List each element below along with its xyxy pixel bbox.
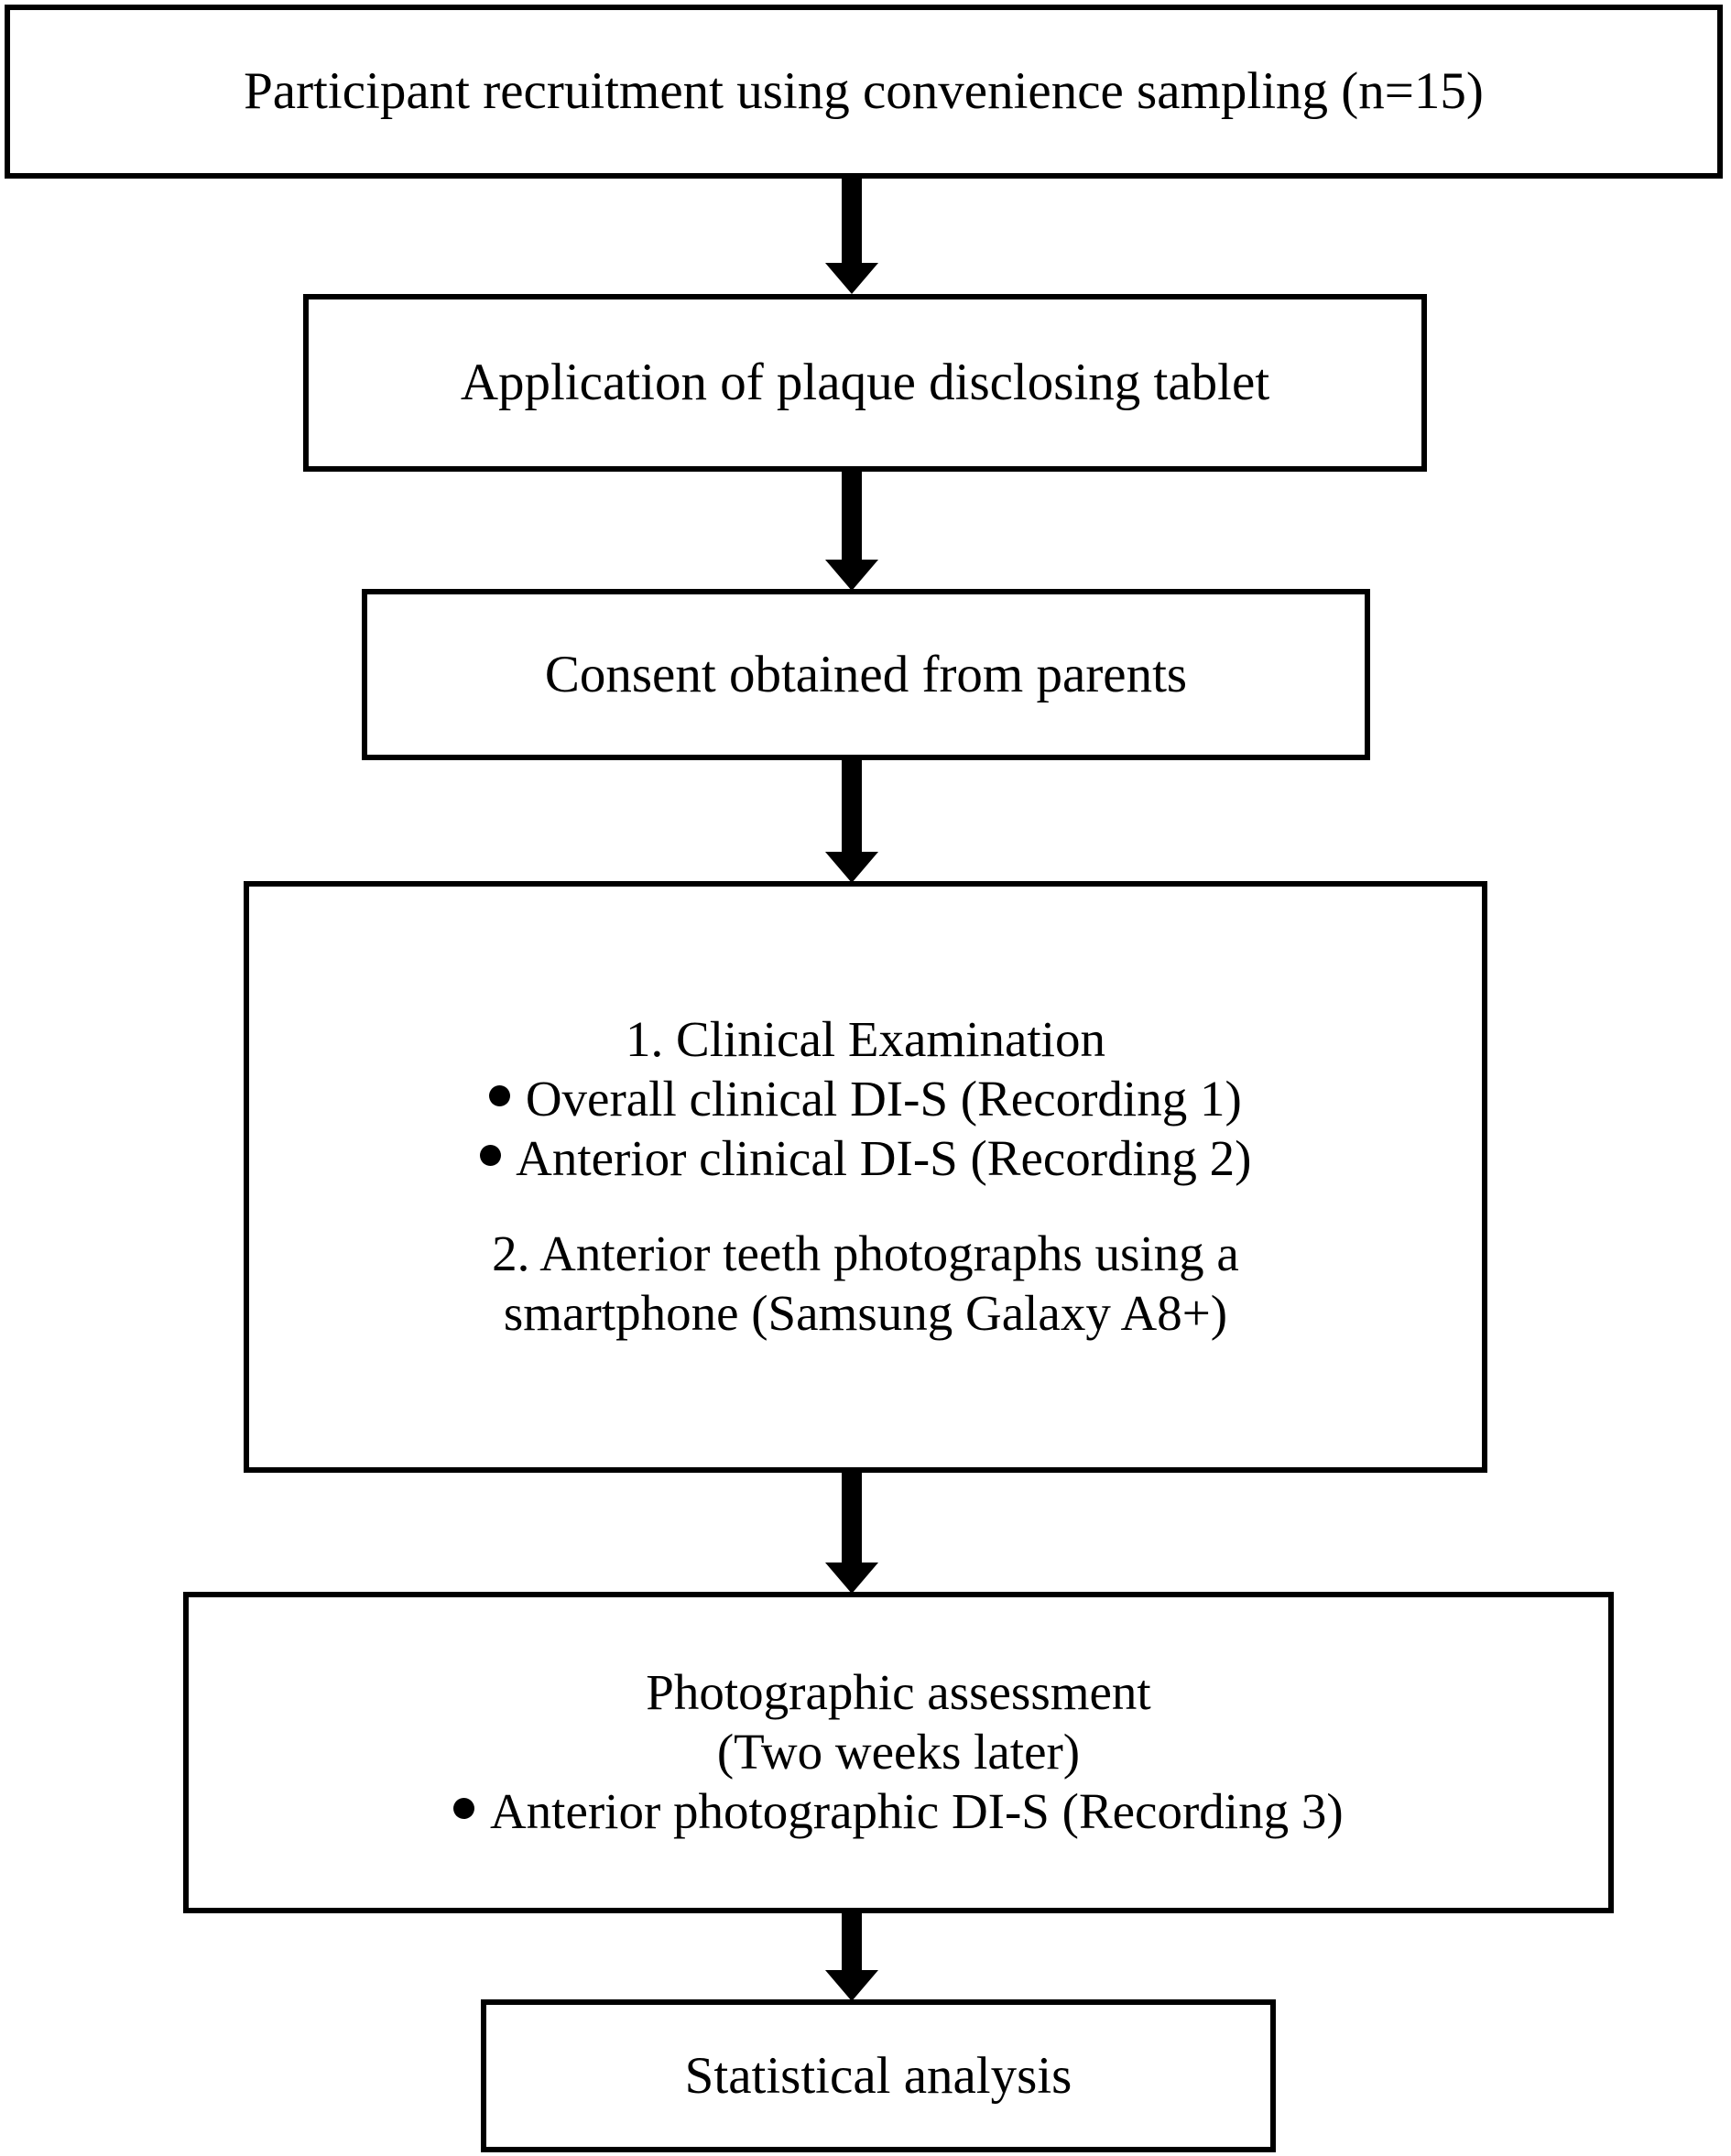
bullet-dot-icon — [489, 1084, 511, 1106]
down-arrow-icon-disclosing-to-consent — [825, 470, 878, 591]
arrow-shaft — [842, 1911, 862, 1970]
down-arrow-icon-clinical-exam-to-photo-assessment — [825, 1471, 878, 1594]
arrow-head — [825, 1563, 878, 1594]
clinical-examination-bullet-1: Overall clinical DI-S (Recording 1) — [489, 1070, 1242, 1129]
node-clinical-examination: 1. Clinical Examination Overall clinical… — [244, 881, 1487, 1473]
arrow-head — [825, 560, 878, 591]
photographic-assessment-heading: Photographic assessment — [646, 1664, 1151, 1721]
anterior-photographs-line-2: smartphone (Samsung Galaxy A8+) — [503, 1285, 1228, 1342]
clinical-examination-bullet-1-label: Overall clinical DI-S (Recording 1) — [525, 1070, 1242, 1127]
bullet-dot-icon — [453, 1797, 475, 1820]
arrow-head — [825, 1970, 878, 2001]
arrow-shaft — [842, 758, 862, 852]
clinical-examination-bullet-2-label: Anterior clinical DI-S (Recording 2) — [516, 1129, 1252, 1186]
node-statistical-analysis-label: Statistical analysis — [684, 2046, 1072, 2105]
node-photographic-assessment: Photographic assessment (Two weeks later… — [183, 1592, 1614, 1913]
bullet-dot-icon — [479, 1144, 501, 1166]
node-consent-obtained-label: Consent obtained from parents — [544, 645, 1188, 703]
anterior-photographs-line-1: 2. Anterior teeth photographs using a — [492, 1225, 1239, 1282]
arrow-shaft — [842, 470, 862, 560]
node-consent-obtained: Consent obtained from parents — [362, 589, 1370, 760]
down-arrow-icon-photo-assessment-to-statistics — [825, 1911, 878, 2001]
photographic-assessment-bullet-1-label: Anterior photographic DI-S (Recording 3) — [489, 1782, 1344, 1839]
arrow-head — [825, 263, 878, 294]
clinical-examination-heading: 1. Clinical Examination — [626, 1010, 1105, 1067]
photographic-assessment-bullet-1: Anterior photographic DI-S (Recording 3) — [453, 1782, 1344, 1842]
node-plaque-disclosing-tablet-label: Application of plaque disclosing tablet — [460, 354, 1270, 412]
photographic-assessment-subheading: (Two weeks later) — [716, 1724, 1081, 1780]
node-participant-recruitment: Participant recruitment using convenienc… — [5, 5, 1723, 179]
node-statistical-analysis: Statistical analysis — [481, 1999, 1276, 2152]
node-participant-recruitment-label: Participant recruitment using convenienc… — [244, 62, 1484, 121]
clinical-examination-bullet-2: Anterior clinical DI-S (Recording 2) — [479, 1129, 1252, 1189]
down-arrow-icon-consent-to-clinical-exam — [825, 758, 878, 883]
down-arrow-icon-recruitment-to-disclosing — [825, 177, 878, 294]
arrow-shaft — [842, 177, 862, 263]
arrow-shaft — [842, 1471, 862, 1563]
arrow-head — [825, 852, 878, 883]
node-plaque-disclosing-tablet: Application of plaque disclosing tablet — [303, 294, 1427, 472]
